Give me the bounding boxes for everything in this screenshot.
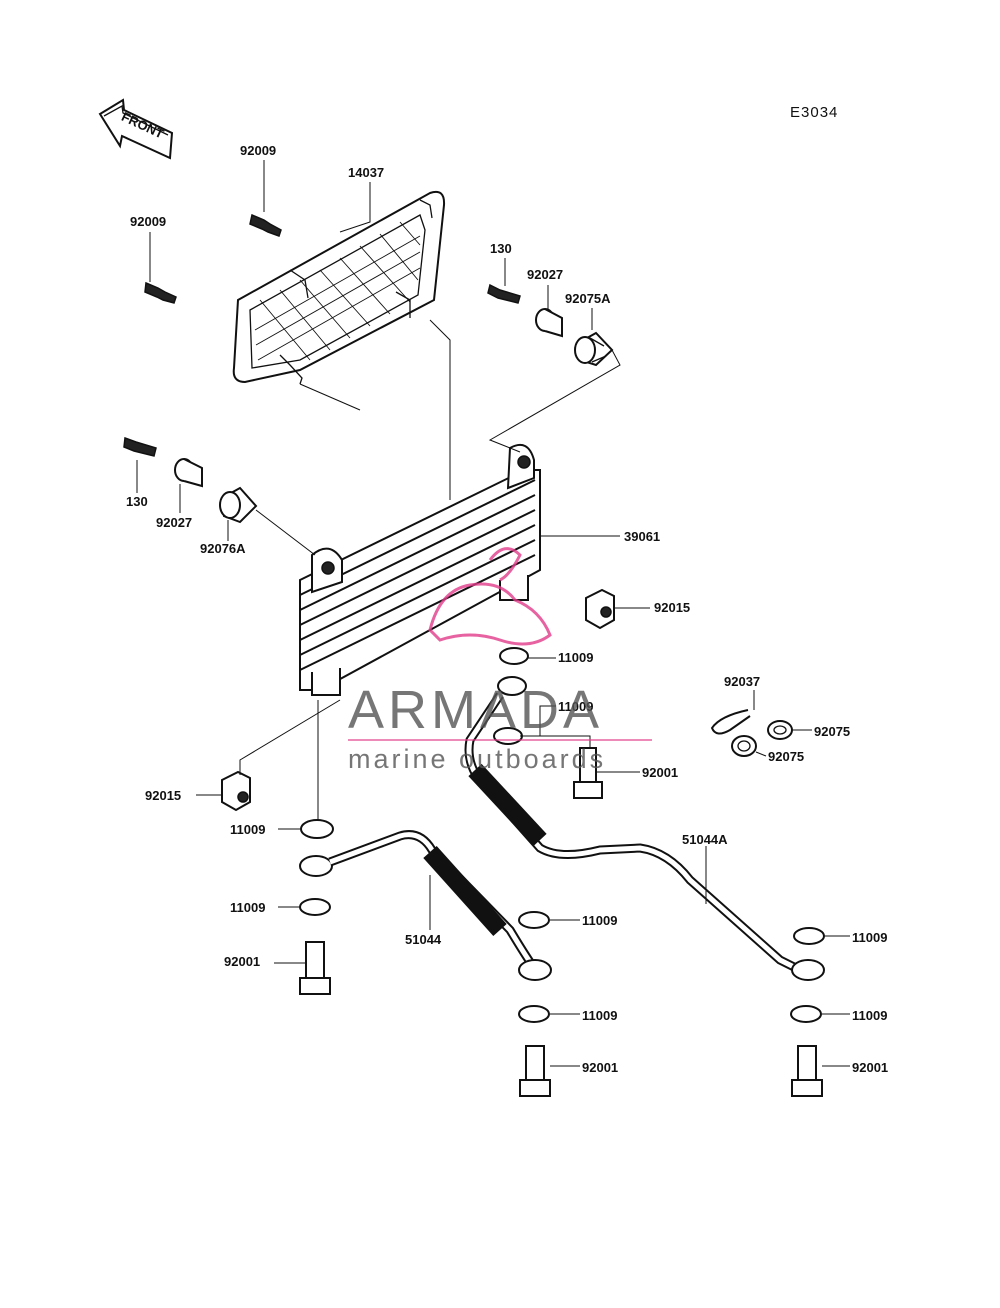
callout-92001-c: 92001	[582, 1060, 618, 1075]
callout-92015-right: 92015	[654, 600, 690, 615]
callout-11009-c: 11009	[230, 822, 265, 837]
washer-11009-h	[790, 1005, 822, 1023]
diagram-code: E3034	[790, 104, 838, 121]
callout-92009-top: 92009	[240, 143, 276, 158]
washer-11009-e	[518, 911, 550, 929]
callout-11009-h: 11009	[852, 1008, 887, 1023]
oil-pipe-51044A	[464, 676, 825, 981]
callout-92001-b: 92001	[224, 954, 260, 969]
callout-92075A-right: 92075A	[565, 291, 611, 306]
collar-92027-left	[174, 458, 203, 488]
callout-92076A-left: 92076A	[200, 541, 246, 556]
callout-11009-e: 11009	[582, 913, 617, 928]
clip-nut-92015-left	[221, 770, 251, 812]
screw-92009-left	[144, 281, 177, 304]
washer-11009-a	[499, 647, 529, 665]
callout-92001-d: 92001	[852, 1060, 888, 1075]
callout-11009-a: 11009	[558, 650, 593, 665]
washer-11009-d	[299, 898, 331, 916]
bolt-130-right	[487, 283, 521, 304]
callout-11009-f: 11009	[852, 930, 887, 945]
callout-92015-left: 92015	[145, 788, 181, 803]
screw-92009-top	[249, 213, 282, 237]
callout-92027-left: 92027	[156, 515, 192, 530]
watermark-logo-icon	[428, 547, 552, 646]
grommet-92075-a	[767, 720, 793, 740]
grommet-92076A-left	[219, 486, 258, 524]
callout-92075-a: 92075	[814, 724, 850, 739]
callout-51044A: 51044A	[682, 832, 728, 847]
clip-92037	[710, 709, 751, 735]
callout-92037: 92037	[724, 674, 760, 689]
callout-92001-a: 92001	[642, 765, 678, 780]
collar-92027-right	[535, 308, 563, 338]
front-arrow-icon: FRONT	[98, 98, 174, 160]
washer-11009-c	[300, 819, 334, 839]
oil-cooler-39061	[299, 444, 541, 696]
banjo-bolt-92001-b	[299, 941, 331, 995]
leader-lines	[136, 160, 850, 1067]
callout-11009-d: 11009	[230, 900, 265, 915]
callout-130-right: 130	[490, 241, 512, 256]
callout-11009-g: 11009	[582, 1008, 617, 1023]
watermark-tagline: marine outboards	[348, 744, 606, 774]
clip-nut-92015-right	[585, 588, 615, 630]
callout-92075-b: 92075	[768, 749, 804, 764]
watermark: ARMADA marine outboards	[348, 547, 652, 774]
callout-51044: 51044	[405, 932, 442, 947]
watermark-brand: ARMADA	[348, 680, 603, 740]
callout-39061: 39061	[624, 529, 660, 544]
banjo-bolt-92001-d	[791, 1045, 823, 1097]
washer-11009-f	[793, 927, 825, 945]
grommet-92075A-right	[574, 331, 614, 367]
callout-92027-right: 92027	[527, 267, 563, 282]
callout-92009-left: 92009	[130, 214, 166, 229]
grommet-92075-b	[731, 735, 757, 757]
oil-pipe-51044	[299, 830, 552, 981]
callout-14037: 14037	[348, 165, 384, 180]
cooler-cover-screen	[232, 190, 446, 385]
banjo-bolt-92001-a	[573, 747, 603, 799]
banjo-bolt-92001-c	[519, 1045, 551, 1097]
bolt-130-left	[123, 436, 157, 457]
callout-130-left: 130	[126, 494, 148, 509]
callout-11009-b: 11009	[558, 699, 593, 714]
washer-11009-g	[518, 1005, 550, 1023]
